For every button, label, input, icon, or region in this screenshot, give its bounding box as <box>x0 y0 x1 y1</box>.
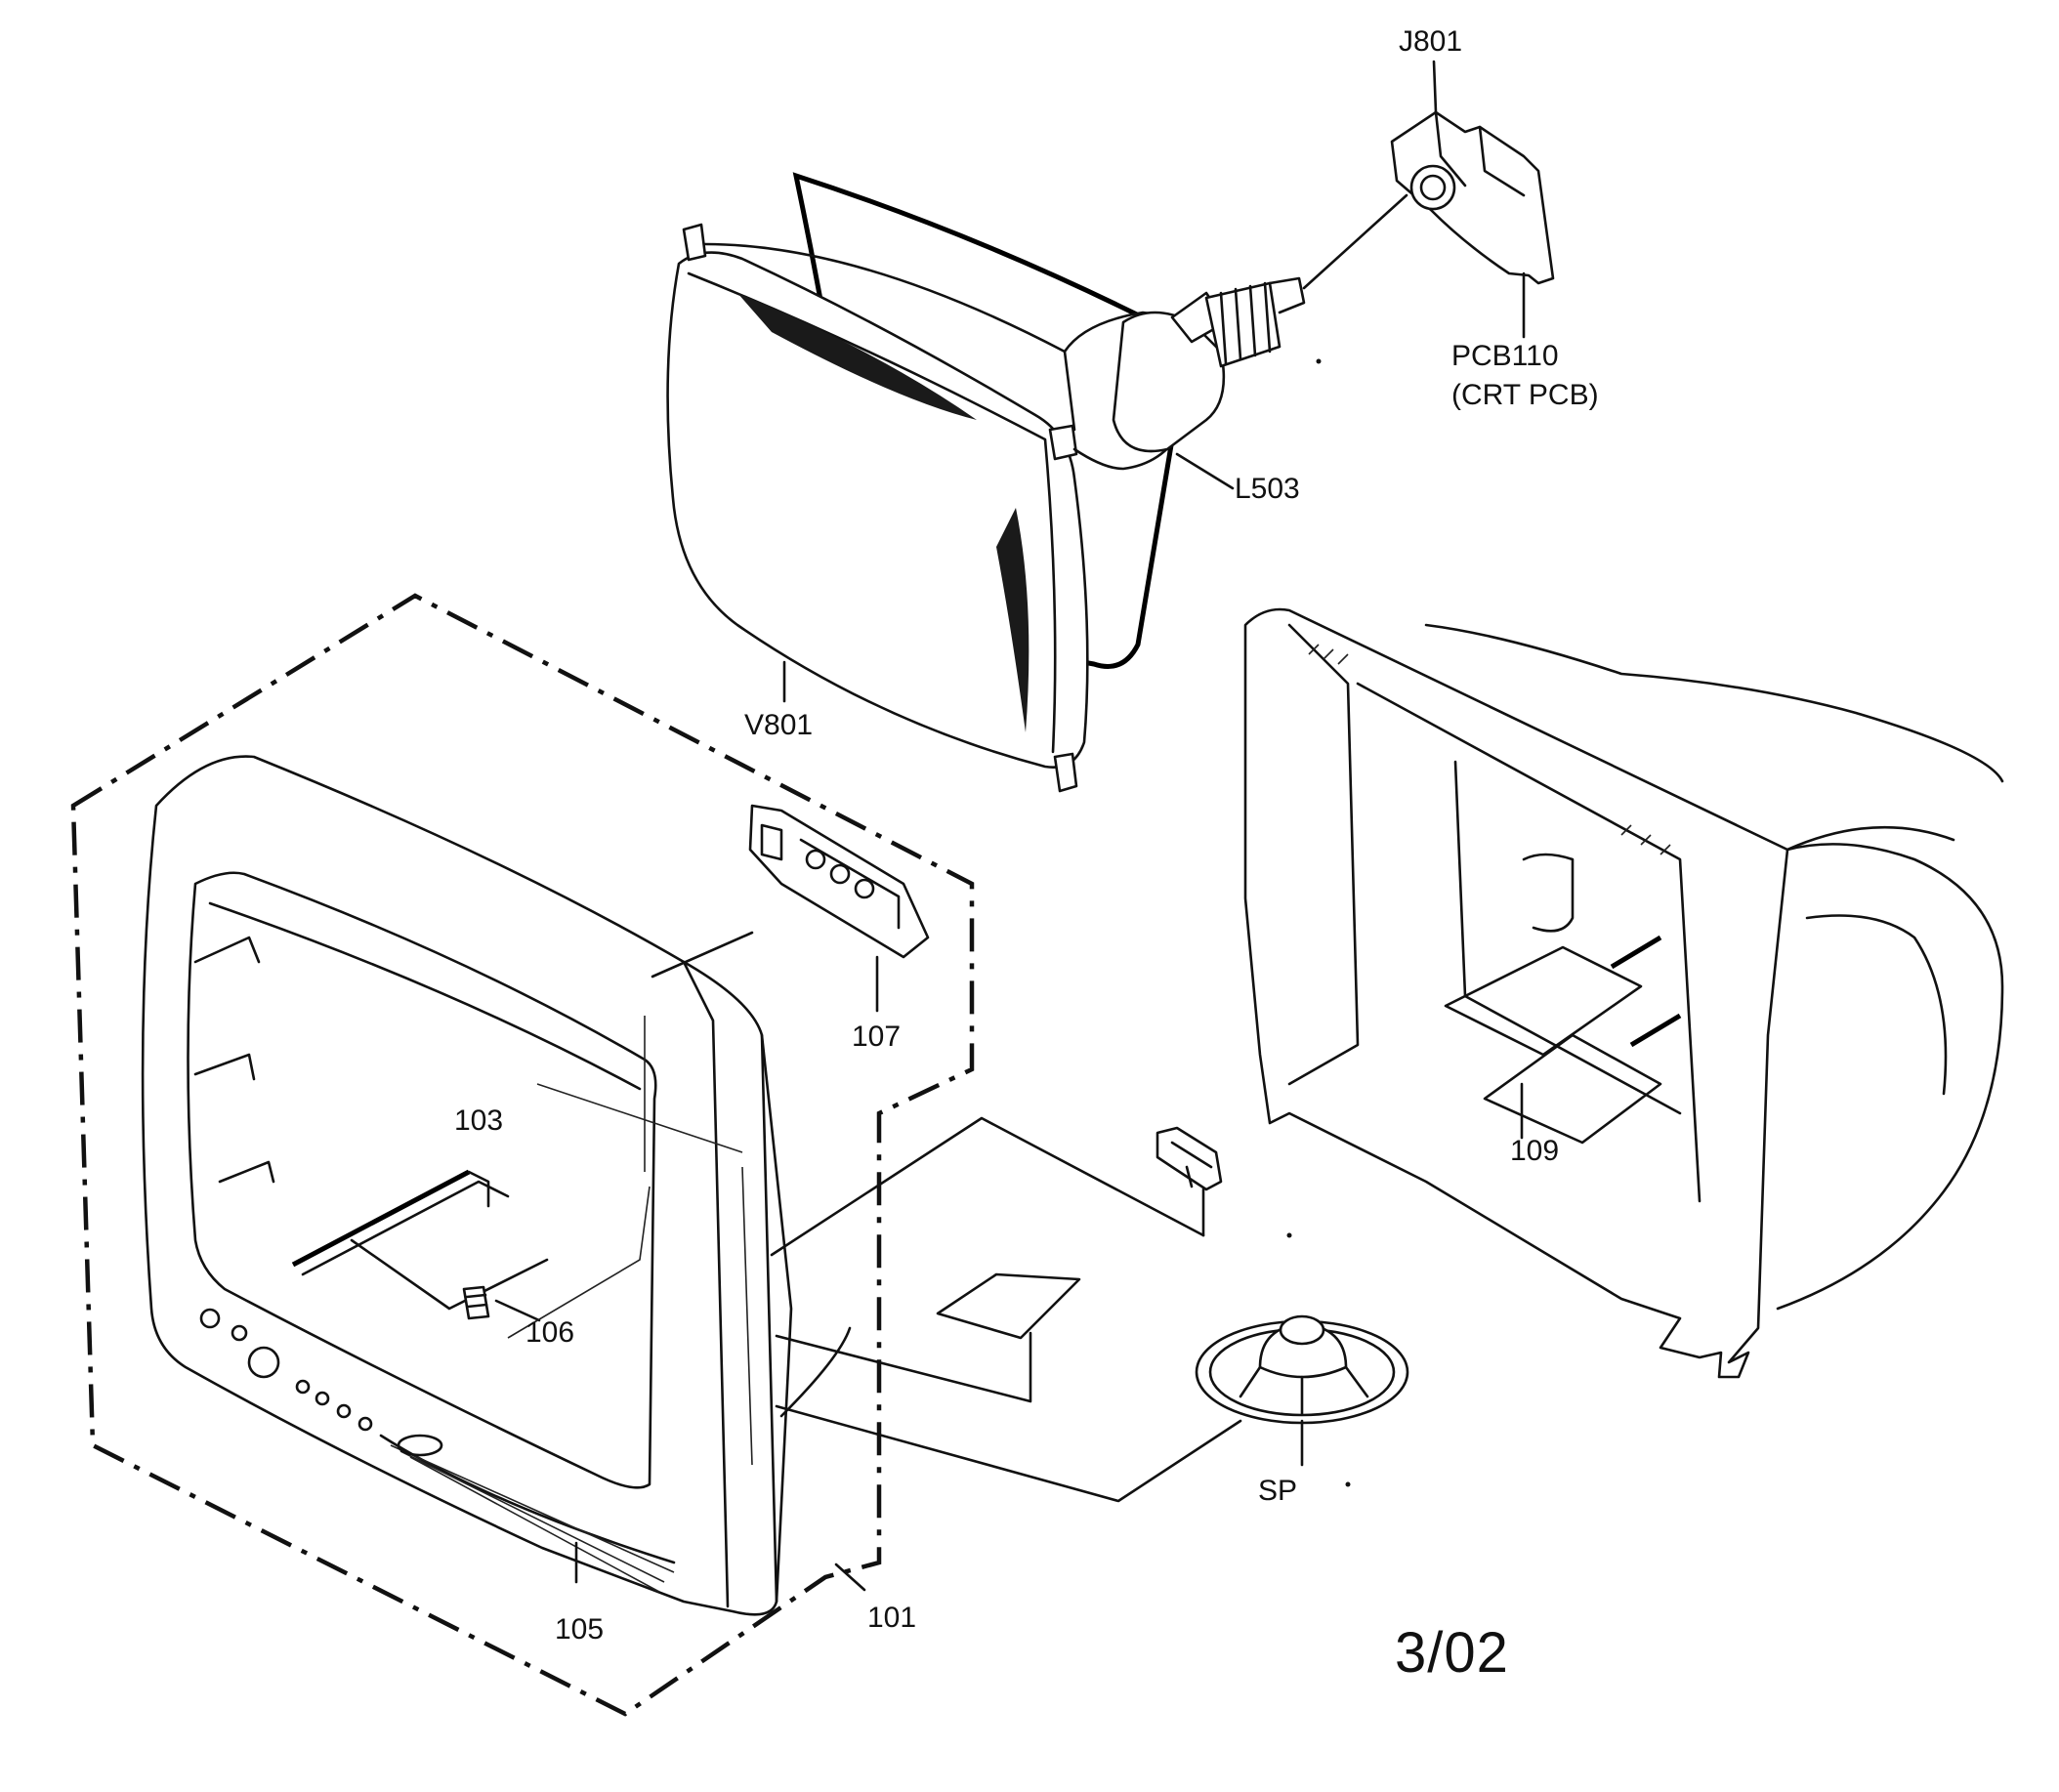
label-v801: V801 <box>744 709 814 741</box>
crt-tube-v801 <box>666 172 1408 793</box>
label-106: 106 <box>525 1316 575 1349</box>
label-l503: L503 <box>1235 473 1300 505</box>
crt-pcb-board <box>1390 110 1555 285</box>
speaker-sp <box>1195 1314 1409 1425</box>
label-pcb110: PCB110 <box>1451 340 1559 372</box>
label-101: 101 <box>867 1602 917 1634</box>
small-bracket-part <box>1156 1126 1223 1237</box>
assembly-boundary <box>70 593 975 1717</box>
label-plate-part <box>936 1272 1081 1340</box>
label-103: 103 <box>454 1104 504 1137</box>
label-j801: J801 <box>1399 25 1463 58</box>
rear-cover-109 <box>1243 607 2004 1379</box>
av-jack-bracket-107 <box>748 804 930 959</box>
label-109: 109 <box>1510 1135 1560 1167</box>
label-107: 107 <box>852 1021 902 1053</box>
label-sp: SP <box>1258 1475 1298 1507</box>
leader-lines <box>494 60 1526 1592</box>
revision-date: 3/02 <box>1395 1621 1509 1685</box>
label-105: 105 <box>555 1613 605 1646</box>
screw-106 <box>462 1285 490 1320</box>
front-cabinet-101 <box>141 755 793 1616</box>
label-crt-pcb: (CRT PCB) <box>1451 379 1599 411</box>
